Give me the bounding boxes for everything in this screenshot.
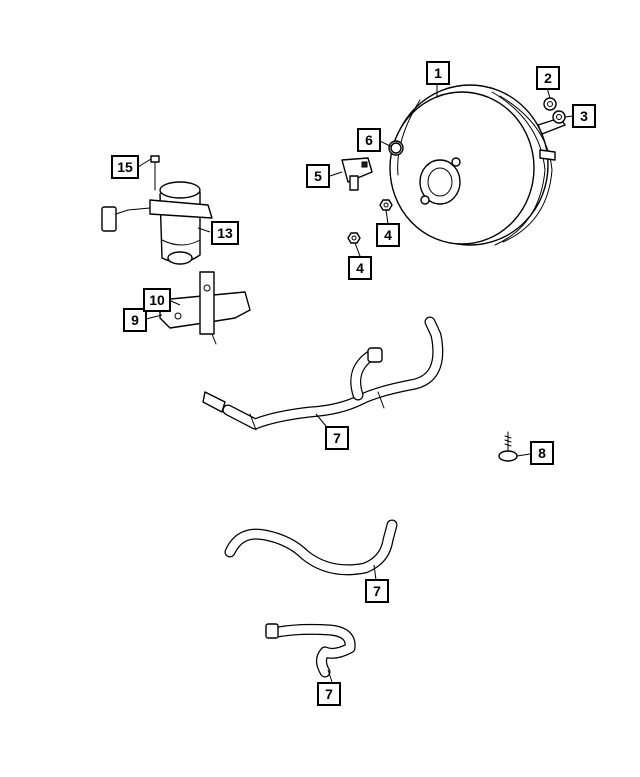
callout-label: 5 (314, 168, 322, 184)
vacuum-pump (101, 181, 213, 265)
callout-13: 13 (211, 221, 239, 245)
pump-bracket (159, 271, 251, 345)
callout-label: 8 (538, 445, 546, 461)
callout-5: 5 (306, 164, 330, 188)
callout-6: 6 (357, 128, 381, 152)
callout-7-middle-hose: 7 (365, 579, 389, 603)
callout-label: 6 (365, 132, 373, 148)
vacuum-hose-lower (265, 623, 356, 678)
callout-label: 7 (333, 430, 341, 446)
callout-label: 13 (217, 225, 233, 241)
callout-15: 15 (111, 155, 139, 179)
stud (498, 431, 518, 462)
bolt (150, 155, 160, 191)
callout-label: 4 (356, 260, 364, 276)
vacuum-hose-upper (202, 316, 444, 431)
callout-10: 10 (143, 288, 171, 312)
callout-label: 1 (434, 65, 442, 81)
washer (543, 97, 557, 111)
callout-7-lower-hose: 7 (317, 682, 341, 706)
callout-label: 4 (384, 227, 392, 243)
callout-label: 10 (149, 292, 165, 308)
callout-2: 2 (536, 66, 560, 90)
nut-lower (347, 232, 361, 244)
grommet (390, 142, 402, 154)
vacuum-sensor (341, 157, 373, 191)
callout-1: 1 (426, 61, 450, 85)
brake-booster (388, 84, 566, 246)
callout-label: 15 (117, 159, 133, 175)
clevis-pin (552, 110, 566, 124)
callout-9: 9 (123, 308, 147, 332)
callout-label: 3 (580, 108, 588, 124)
callout-label: 7 (325, 686, 333, 702)
callout-8: 8 (530, 441, 554, 465)
callout-4-upper: 4 (376, 223, 400, 247)
nut-upper (379, 199, 393, 211)
callout-3: 3 (572, 104, 596, 128)
callout-7-upper-hose: 7 (325, 426, 349, 450)
callout-4-lower: 4 (348, 256, 372, 280)
vacuum-hose-middle (224, 519, 398, 576)
callout-label: 9 (131, 312, 139, 328)
callout-label: 2 (544, 70, 552, 86)
callout-label: 7 (373, 583, 381, 599)
